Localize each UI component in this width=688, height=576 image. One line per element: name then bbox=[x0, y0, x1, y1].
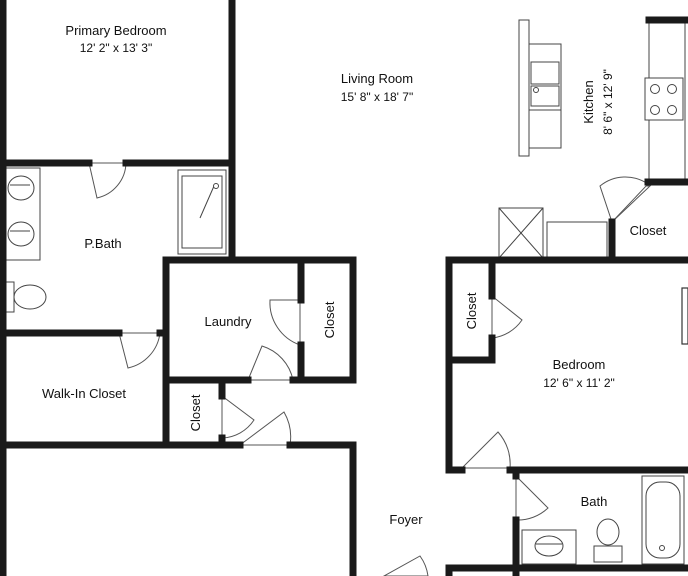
shower-icon bbox=[177, 169, 227, 255]
door-swings bbox=[87, 162, 652, 576]
bath-toilet-icon bbox=[593, 518, 623, 563]
stove-icon bbox=[644, 77, 684, 121]
bedroom-dims: 12' 6" x 11' 2" bbox=[543, 376, 615, 390]
closet-hall-label: Closet bbox=[188, 394, 203, 431]
primary-bedroom-label: Primary Bedroom bbox=[65, 23, 166, 38]
foyer-label: Foyer bbox=[389, 512, 423, 527]
laundry-label: Laundry bbox=[205, 314, 252, 329]
bedroom-label: Bedroom bbox=[553, 357, 606, 372]
kitchen-island bbox=[518, 19, 562, 157]
water-heater-icon bbox=[498, 207, 544, 259]
living-room-label: Living Room bbox=[341, 71, 413, 86]
closet-laundry-label: Closet bbox=[322, 301, 337, 338]
toilet-icon bbox=[3, 281, 47, 313]
window bbox=[681, 287, 688, 345]
kitchen-label: Kitchen bbox=[581, 80, 596, 123]
bathtub-icon bbox=[641, 475, 685, 565]
walk-in-closet-label: Walk-In Closet bbox=[42, 386, 126, 401]
closet-bedroom-label: Closet bbox=[464, 292, 479, 329]
bath-label: Bath bbox=[581, 494, 608, 509]
bath-sink-icon bbox=[521, 529, 577, 565]
kitchen-dims: 8' 6" x 12' 9" bbox=[601, 69, 615, 135]
closet-kitchen-label: Closet bbox=[630, 223, 667, 238]
cabinet bbox=[546, 221, 608, 259]
pbath-label: P.Bath bbox=[84, 236, 121, 251]
double-vanity bbox=[3, 167, 41, 261]
primary-bedroom-dims: 12' 2" x 13' 3" bbox=[80, 41, 152, 55]
living-room-dims: 15' 8" x 18' 7" bbox=[341, 90, 413, 104]
